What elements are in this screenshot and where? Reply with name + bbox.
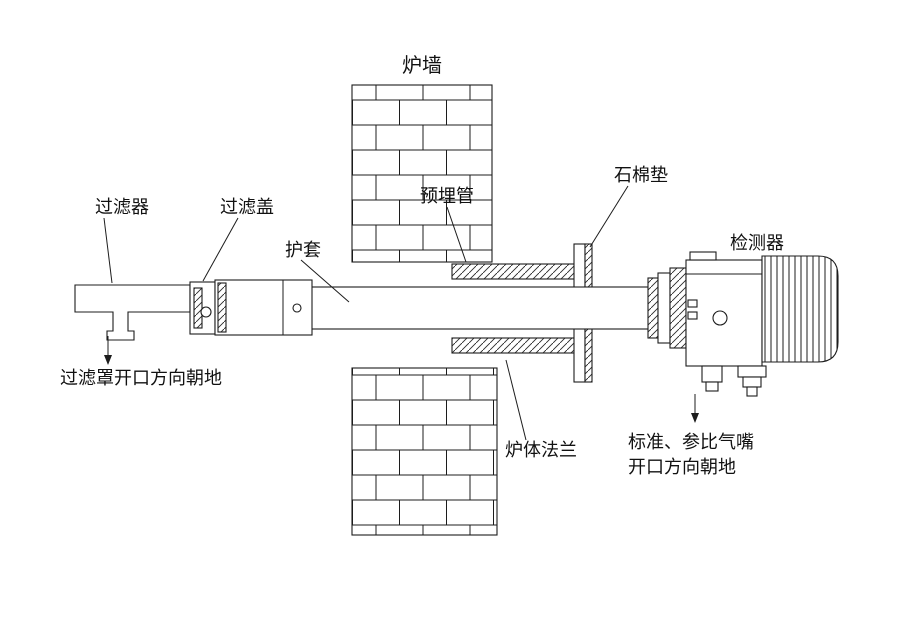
label-embedded-pipe: 预埋管 (420, 186, 474, 207)
gas-nozzle-right-tip (746, 386, 758, 397)
gas-nozzle-left-tip (705, 381, 719, 392)
label-filter: 过滤器 (95, 197, 149, 218)
label-gas-nozzle-line2: 开口方向朝地 (628, 457, 736, 478)
embedded-pipe-lower-wall (451, 337, 579, 354)
leader-lines (103, 185, 629, 441)
label-filter-cover: 过滤盖 (220, 197, 274, 218)
filter-body (74, 284, 191, 341)
label-filter-opening-note: 过滤罩开口方向朝地 (60, 368, 222, 389)
furnace-wall-upper (351, 84, 493, 263)
detector-assembly (647, 251, 839, 397)
detector-coupling-plate (657, 272, 671, 344)
furnace-wall-lower (351, 367, 498, 536)
embedded-pipe-upper-wall (451, 263, 579, 280)
detector-top-boss (689, 251, 717, 261)
label-detector: 检测器 (730, 233, 784, 254)
label-gas-nozzle-line1: 标准、参比气嘴 (628, 432, 754, 453)
leader-filter (103, 217, 113, 284)
gas-nozzle-right (737, 365, 767, 378)
label-sheath: 护套 (285, 240, 321, 261)
label-asbestos-gasket: 石棉垫 (614, 165, 668, 186)
adapter-section (217, 282, 227, 333)
detector-ribbed-cap (761, 255, 839, 363)
leader-sheath (300, 259, 350, 303)
filter-cover (189, 281, 216, 335)
detector-port (712, 310, 728, 326)
label-furnace-flange: 炉体法兰 (505, 440, 577, 461)
detector-mount-collar (669, 267, 687, 349)
gas-nozzle-left (701, 365, 723, 383)
leader-filter-cover (202, 217, 239, 282)
gas-nozzle-right-mid (742, 376, 762, 388)
label-furnace-wall: 炉墙 (402, 53, 442, 77)
leader-furnace-flange (505, 359, 527, 441)
filter-cover-section (193, 287, 203, 329)
detector-bolt-lower (687, 311, 698, 320)
leader-asbestos-gasket (589, 185, 629, 248)
adapter-bolt (292, 303, 302, 313)
detector-bolt-upper (687, 299, 698, 308)
leader-embedded-pipe (446, 206, 467, 263)
sheath-tube (309, 286, 651, 330)
adapter-cylinder (214, 279, 313, 336)
detector-coupling-gasket (647, 277, 659, 339)
filter-cover-detail (200, 306, 212, 318)
filter-assembly (74, 284, 191, 341)
